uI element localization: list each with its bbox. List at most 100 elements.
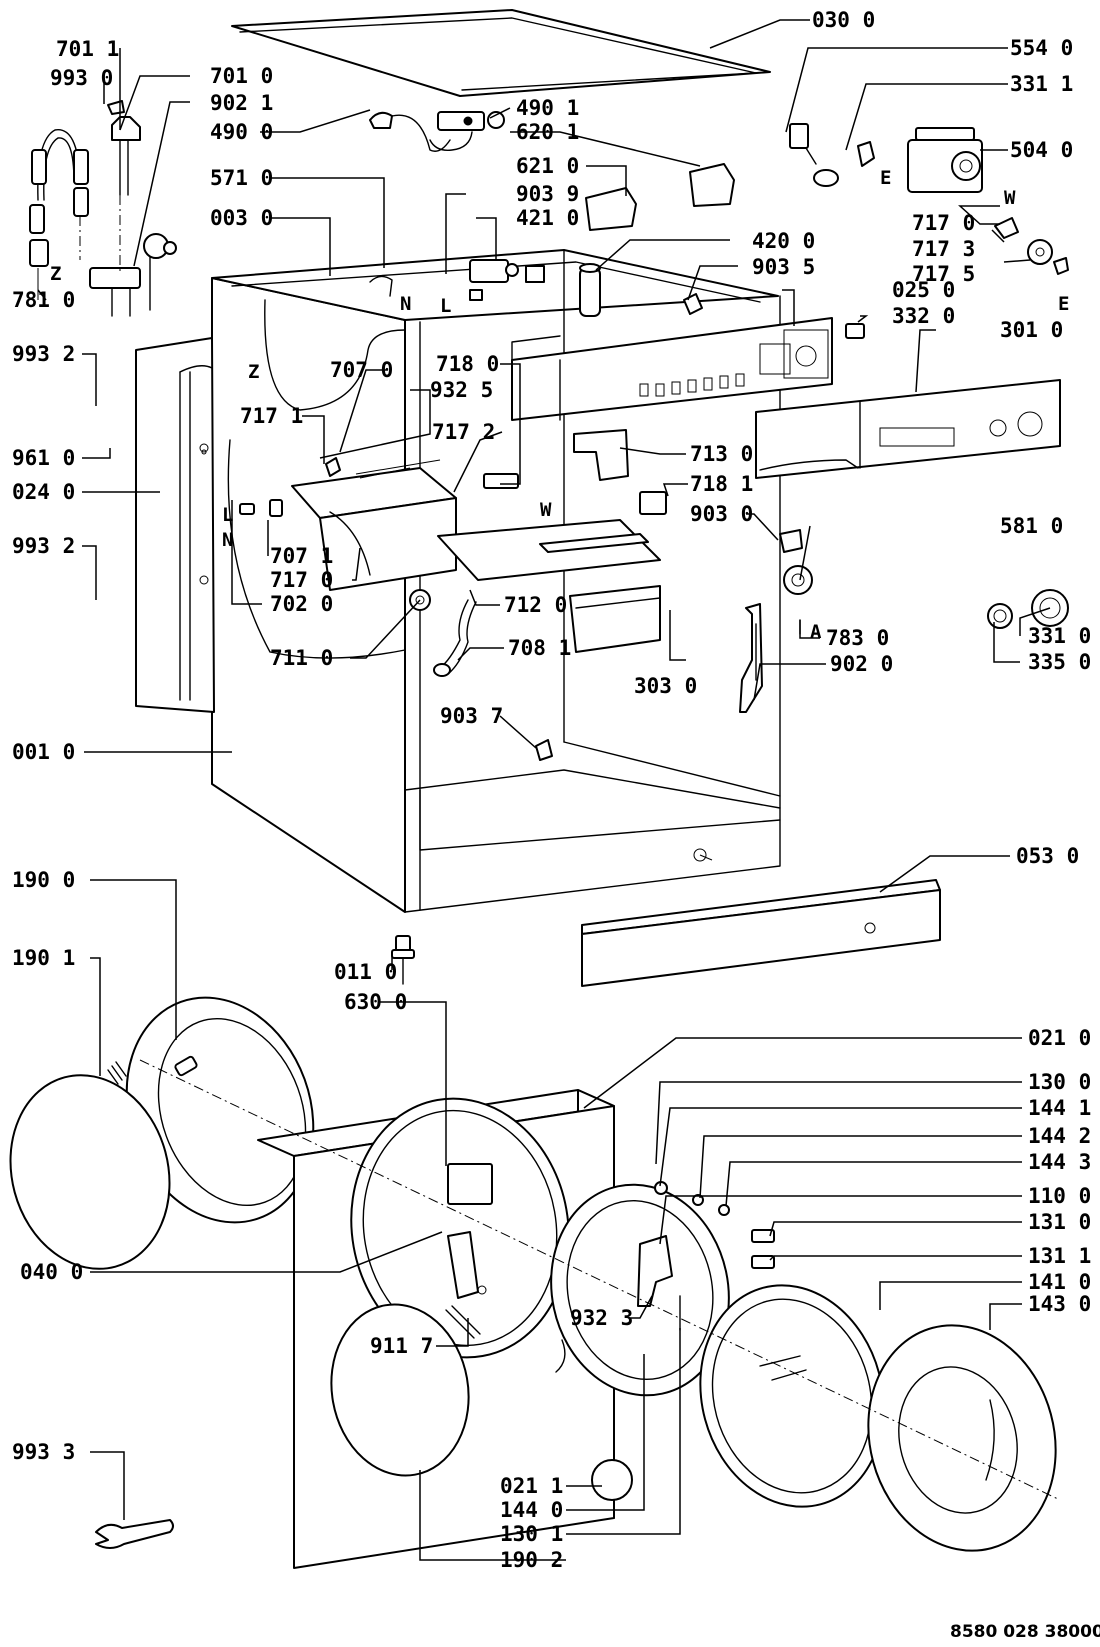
marker-w-2: W bbox=[540, 499, 552, 521]
callout-717-0-a: 717 0 bbox=[912, 211, 975, 235]
callout-131-1: 131 1 bbox=[1028, 1244, 1091, 1268]
callout-053-0: 053 0 bbox=[1016, 844, 1079, 868]
callout-620-1: 620 1 bbox=[516, 120, 579, 144]
callout-993-2-b: 993 2 bbox=[12, 534, 75, 558]
hose-assembly bbox=[29, 100, 177, 317]
callout-993-3: 993 3 bbox=[12, 1440, 75, 1464]
callout-903-0: 903 0 bbox=[690, 502, 753, 526]
markers: E W E N L Z Z L N W A bbox=[50, 167, 1069, 643]
knobs bbox=[987, 589, 1069, 629]
callout-331-1: 331 1 bbox=[1010, 72, 1073, 96]
callout-718-0: 718 0 bbox=[436, 352, 499, 376]
callout-141-0: 141 0 bbox=[1028, 1270, 1091, 1294]
cabinet bbox=[211, 249, 781, 913]
callout-621-0: 621 0 bbox=[516, 154, 579, 178]
callout-718-1: 718 1 bbox=[690, 472, 753, 496]
callout-717-1: 717 1 bbox=[240, 404, 303, 428]
top-cover bbox=[231, 9, 771, 97]
drawing-number: 8580 028 38000 bbox=[950, 1622, 1100, 1642]
callout-331-0: 331 0 bbox=[1028, 624, 1091, 648]
callout-932-5: 932 5 bbox=[430, 378, 493, 402]
callout-702-0: 702 0 bbox=[270, 592, 333, 616]
door-bowl bbox=[699, 1284, 1057, 1552]
marker-n-1: N bbox=[400, 293, 411, 315]
marker-n-2: N bbox=[222, 529, 233, 551]
callout-190-0: 190 0 bbox=[12, 868, 75, 892]
marker-e-1: E bbox=[880, 167, 891, 189]
power-cord bbox=[369, 111, 505, 152]
callout-993-0: 993 0 bbox=[50, 66, 113, 90]
callout-708-1: 708 1 bbox=[508, 636, 571, 660]
callout-040-0: 040 0 bbox=[20, 1260, 83, 1284]
foot bbox=[391, 935, 415, 985]
callout-144-0: 144 0 bbox=[500, 1498, 563, 1522]
callout-902-1: 902 1 bbox=[210, 91, 273, 115]
marker-l-1: L bbox=[440, 295, 451, 317]
hose-bracket bbox=[739, 603, 801, 713]
callout-961-0: 961 0 bbox=[12, 446, 75, 470]
callout-902-0: 902 0 bbox=[830, 652, 893, 676]
callout-571-0: 571 0 bbox=[210, 166, 273, 190]
callout-190-2: 190 2 bbox=[500, 1548, 563, 1572]
callout-717-0-b: 717 0 bbox=[270, 568, 333, 592]
callout-701-1: 701 1 bbox=[56, 37, 119, 61]
callout-301-0: 301 0 bbox=[1000, 318, 1063, 342]
callout-130-0: 130 0 bbox=[1028, 1070, 1091, 1094]
callout-420-0: 420 0 bbox=[752, 229, 815, 253]
plinth bbox=[581, 879, 941, 987]
callout-783-0: 783 0 bbox=[826, 626, 889, 650]
callout-003-0: 003 0 bbox=[210, 206, 273, 230]
callout-144-1: 144 1 bbox=[1028, 1096, 1091, 1120]
callout-713-0: 713 0 bbox=[690, 442, 753, 466]
callout-717-2: 717 2 bbox=[432, 420, 495, 444]
valve-parts bbox=[239, 429, 813, 761]
callout-504-0: 504 0 bbox=[1010, 138, 1073, 162]
marker-e-2: E bbox=[1058, 293, 1069, 315]
insulation-contour bbox=[227, 299, 406, 659]
inner-door-ring bbox=[550, 1181, 775, 1501]
callout-630-0: 630 0 bbox=[344, 990, 407, 1014]
callout-011-0: 011 0 bbox=[334, 960, 397, 984]
callout-903-5: 903 5 bbox=[752, 255, 815, 279]
callout-993-2-a: 993 2 bbox=[12, 342, 75, 366]
callout-421-0: 421 0 bbox=[516, 206, 579, 230]
callout-144-2: 144 2 bbox=[1028, 1124, 1091, 1148]
callout-190-1: 190 1 bbox=[12, 946, 75, 970]
callout-781-0: 781 0 bbox=[12, 288, 75, 312]
callout-130-1: 130 1 bbox=[500, 1522, 563, 1546]
marker-w-1: W bbox=[1004, 187, 1016, 209]
callout-024-0: 024 0 bbox=[12, 480, 75, 504]
assembly-axis bbox=[139, 1059, 1061, 1501]
side-panel bbox=[135, 337, 215, 713]
callout-490-1: 490 1 bbox=[516, 96, 579, 120]
callout-025-0: 025 0 bbox=[892, 278, 955, 302]
callout-903-7: 903 7 bbox=[440, 704, 503, 728]
callout-110-0: 110 0 bbox=[1028, 1184, 1091, 1208]
marker-z-2: Z bbox=[248, 361, 259, 383]
callout-131-0: 131 0 bbox=[1028, 1210, 1091, 1234]
callout-903-9: 903 9 bbox=[516, 182, 579, 206]
callout-712-0: 712 0 bbox=[504, 593, 567, 617]
wrench-tool bbox=[95, 1519, 174, 1549]
callout-932-3: 932 3 bbox=[570, 1306, 633, 1330]
callout-711-0: 711 0 bbox=[270, 646, 333, 670]
callout-490-0: 490 0 bbox=[210, 120, 273, 144]
callout-701-0: 701 0 bbox=[210, 64, 273, 88]
leader-lines bbox=[37, 19, 1051, 1561]
detergent-dispenser bbox=[291, 457, 661, 677]
callout-554-0: 554 0 bbox=[1010, 36, 1073, 60]
callout-021-1: 021 1 bbox=[500, 1474, 563, 1498]
small-parts-top-right bbox=[789, 123, 1069, 275]
control-panel-front bbox=[755, 379, 1061, 479]
callout-303-0: 303 0 bbox=[634, 674, 697, 698]
electrical-modules bbox=[369, 163, 735, 317]
marker-a-1: A bbox=[810, 621, 822, 643]
callout-581-0: 581 0 bbox=[1000, 514, 1063, 538]
marker-z-1: Z bbox=[50, 263, 61, 285]
door-glass bbox=[330, 1303, 470, 1477]
callout-335-0: 335 0 bbox=[1028, 650, 1091, 674]
callout-707-0: 707 0 bbox=[330, 358, 393, 382]
callout-717-5: 717 5 bbox=[912, 262, 975, 286]
callout-144-3: 144 3 bbox=[1028, 1150, 1091, 1174]
